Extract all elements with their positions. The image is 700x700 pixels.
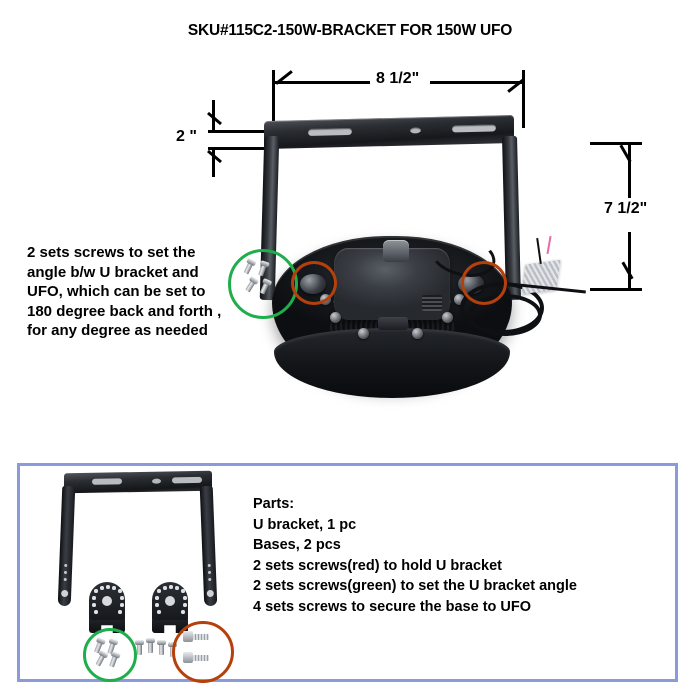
parts-heading: Parts: [253, 496, 295, 512]
mounting-slot [452, 124, 496, 133]
center-hole [410, 127, 421, 134]
ufo-driver-hub [334, 240, 450, 330]
hub-cap [383, 240, 409, 262]
highlight-circle-orange-parts [172, 621, 234, 683]
highlight-circle-orange-left [291, 261, 337, 305]
wire-pink [546, 235, 552, 255]
highlight-circle-green-parts [83, 628, 137, 682]
parts-item: 4 sets screws to secure the base to UFO [253, 598, 532, 615]
hub-vent [422, 295, 442, 311]
base-plate-2 [148, 582, 192, 634]
u-bracket-top-bar [264, 114, 514, 150]
parts-leg-right [199, 485, 218, 607]
parts-list: Parts: U bracket, 1 pc Bases, 2 pcs 2 se… [253, 494, 673, 617]
mounting-slot [308, 127, 352, 136]
parts-item: U bracket, 1 pc [253, 516, 357, 533]
hub-tab [378, 317, 408, 330]
parts-panel [17, 463, 678, 682]
parts-u-bracket-top [64, 470, 212, 494]
parts-item: 2 sets screws(green) to set the U bracke… [253, 578, 577, 595]
highlight-circle-orange-right [461, 261, 507, 305]
wire-black [536, 237, 542, 265]
angle-adjustment-note: 2 sets screws to set the angle b/w U bra… [27, 244, 222, 339]
parts-u-bracket-photo [42, 470, 232, 607]
parts-item: 2 sets screws(red) to hold U bracket [253, 557, 502, 574]
depth-dimension-label: 2 " [172, 128, 201, 146]
parts-leg-left [57, 485, 76, 607]
height-dimension-label: 7 1/2" [600, 200, 652, 218]
width-dimension-label: 8 1/2" [372, 70, 424, 88]
ufo-rim [274, 328, 510, 398]
base-plate-1 [85, 582, 129, 634]
page-title: SKU#115C2-150W-BRACKET FOR 150W UFO [187, 22, 513, 39]
parts-item: Bases, 2 pcs [253, 537, 341, 554]
